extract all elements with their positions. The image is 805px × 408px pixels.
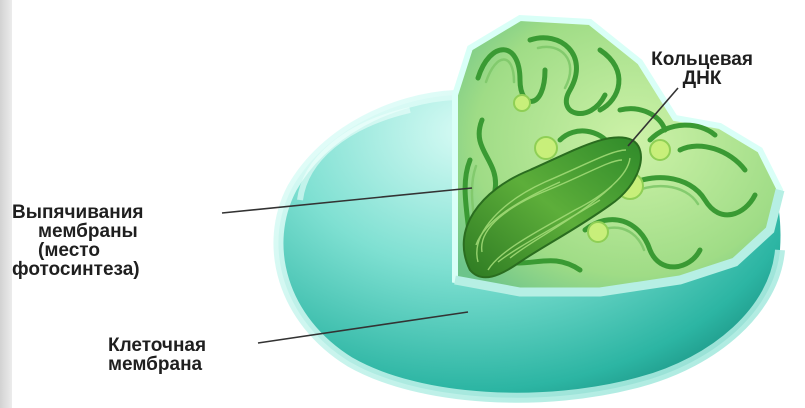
label-line: Клеточная xyxy=(80,336,206,355)
label-line: фотосинтеза) xyxy=(12,260,143,279)
label-membrane-folds: Выпячивания мембраны (место фотосинтеза) xyxy=(12,203,143,279)
label-line: мембрана xyxy=(80,355,206,374)
label-line: Выпячивания xyxy=(12,203,143,222)
label-circular-dna: Кольцевая ДНК xyxy=(628,50,776,88)
label-line: (место xyxy=(12,241,143,260)
label-line: ДНК xyxy=(628,69,776,88)
label-line: мембраны xyxy=(12,222,143,241)
label-line: Кольцевая xyxy=(628,50,776,69)
label-cell-membrane: Клеточная мембрана xyxy=(80,336,206,374)
